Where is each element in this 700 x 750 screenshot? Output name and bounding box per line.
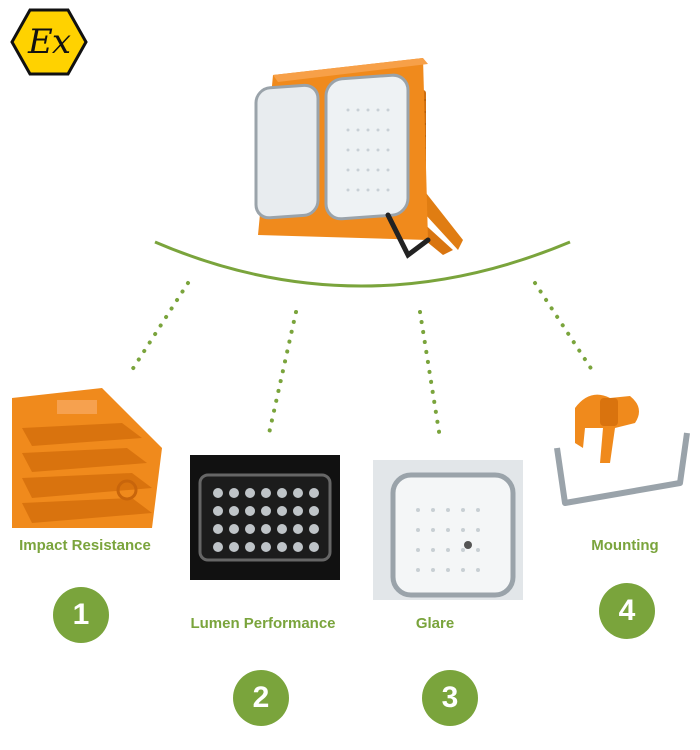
feature-label-mounting: Mounting <box>591 537 659 554</box>
glass-lens-closeup-image <box>373 460 523 600</box>
ex-badge-text: Ex <box>28 22 71 62</box>
heatsink-closeup-image <box>12 388 162 528</box>
feature-number-1: 1 <box>53 587 109 643</box>
feature-number-3: 3 <box>422 670 478 726</box>
feature-label-glare: Glare <box>415 615 455 632</box>
ex-hexagon-icon <box>10 8 88 76</box>
feature-label-impact-resistance: Impact Resistance <box>19 537 151 554</box>
feature-number-2: 2 <box>233 670 289 726</box>
led-array-closeup-image <box>190 455 340 580</box>
mounting-bracket-image <box>554 394 690 506</box>
feature-number-4: 4 <box>599 583 655 639</box>
floodlight-product-image <box>254 58 463 259</box>
feature-label-lumen-performance: Lumen Performance <box>190 615 336 632</box>
